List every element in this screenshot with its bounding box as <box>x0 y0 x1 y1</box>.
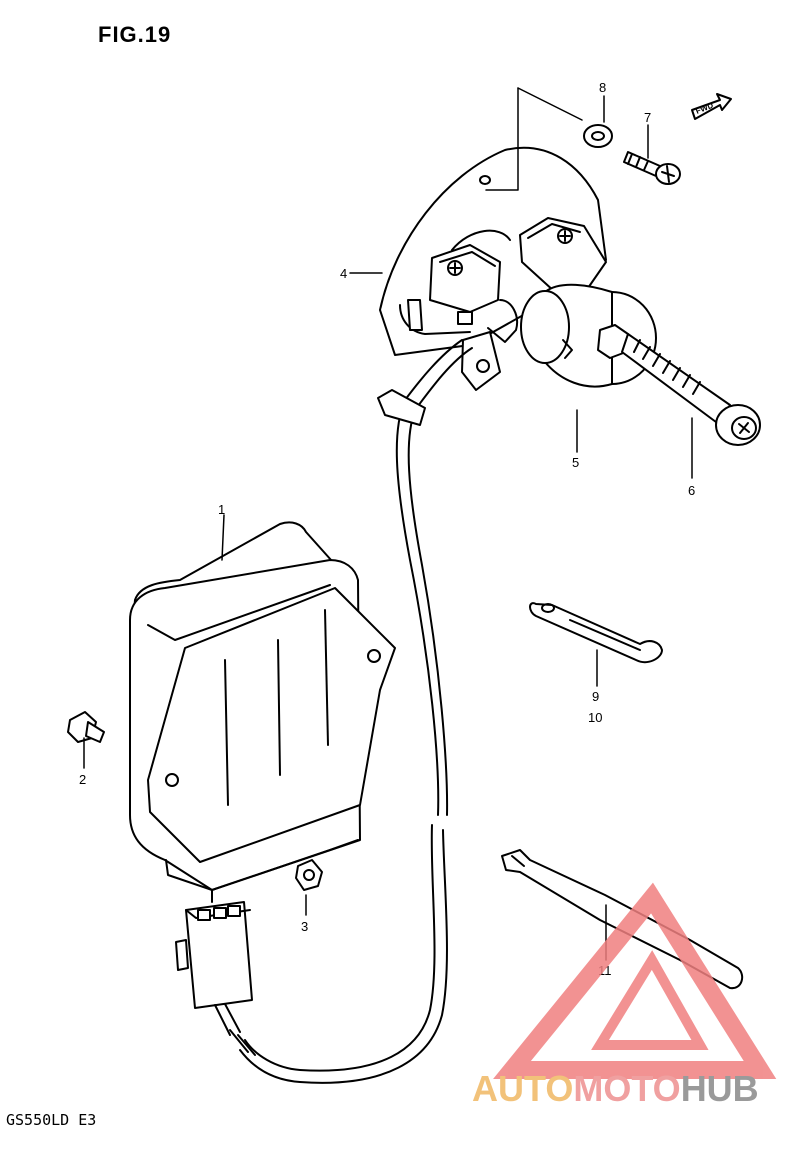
callout-9: 9 <box>592 689 599 704</box>
figure-title: FIG.19 <box>98 22 172 47</box>
callout-7: 7 <box>644 110 651 125</box>
bolt-part-2 <box>67 711 105 743</box>
connector-plug <box>175 901 253 1036</box>
nut-part-3 <box>295 859 323 891</box>
clamp-part-9-10 <box>529 602 663 664</box>
washer-part-8 <box>583 124 613 148</box>
callout-2: 2 <box>79 772 86 787</box>
igniter-unit-part-1 <box>129 521 396 903</box>
callout-5: 5 <box>572 455 579 470</box>
model-code: GS550LD E3 <box>6 1111 97 1129</box>
watermark-hub: HUB <box>680 1068 759 1109</box>
leader-lines <box>83 87 693 961</box>
watermark-moto: MOTO <box>573 1068 681 1109</box>
signal-generator-plate <box>379 146 607 391</box>
fwd-arrow-icon: FWD <box>691 93 732 120</box>
callout-3: 3 <box>301 919 308 934</box>
wire-harness <box>229 339 473 1084</box>
callout-8: 8 <box>599 80 606 95</box>
watermark-text: AUTOMOTOHUB <box>472 1068 759 1110</box>
callout-1: 1 <box>218 502 225 517</box>
callout-4: 4 <box>340 266 347 281</box>
bolt-part-6 <box>621 333 761 446</box>
callout-6: 6 <box>688 483 695 498</box>
callout-10: 10 <box>588 710 602 725</box>
watermark-auto: AUTO <box>472 1068 574 1109</box>
watermark-logo-icon <box>493 882 777 1079</box>
rotor-part-5 <box>520 283 657 388</box>
screw-part-7 <box>623 151 681 185</box>
